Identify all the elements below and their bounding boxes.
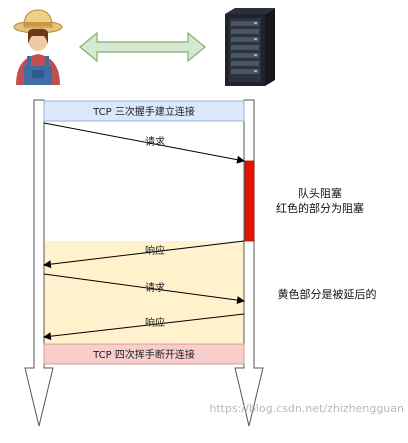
watermark: https://blog.csdn.net/zhizhengguan	[209, 402, 404, 415]
delayed-region	[44, 241, 244, 343]
response-arrow-1	[43, 240, 245, 269]
response-label-2: 响应	[145, 316, 165, 329]
request-label-2: 请求	[145, 281, 165, 294]
request-label-1: 请求	[145, 135, 165, 148]
teardown-bar	[43, 343, 245, 365]
teardown-bar-label: TCP 四次挥手断开连接	[92, 348, 195, 361]
client-lifeline	[24, 99, 54, 427]
request-arrow-2	[43, 273, 245, 305]
handshake-bar	[43, 100, 245, 122]
double-arrow-icon	[79, 31, 206, 63]
response-label-1: 响应	[145, 244, 165, 257]
response-arrow-2	[43, 313, 245, 341]
request-arrow-1	[43, 122, 245, 164]
farmer-avatar-icon	[13, 9, 63, 85]
server-lifeline	[234, 99, 264, 427]
server-rack-icon	[225, 8, 275, 86]
delayed-note: 黄色部分是被延后的	[278, 287, 377, 301]
blocking-note-line2: 红色的部分为阻塞	[276, 201, 364, 215]
blocking-bar	[244, 160, 255, 242]
handshake-bar-label: TCP 三次握手建立连接	[92, 105, 195, 118]
blocking-note-line1: 队头阻塞	[298, 186, 342, 200]
